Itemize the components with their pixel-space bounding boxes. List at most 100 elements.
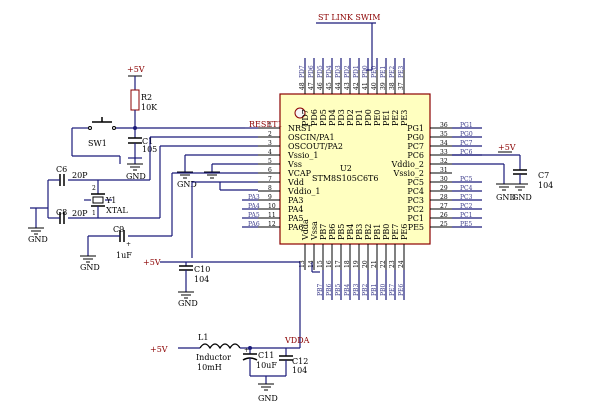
net-label-pd5: PD5 <box>317 65 324 78</box>
pin-number: 38 <box>389 82 396 90</box>
net-label-pc2: PC2 <box>460 203 473 210</box>
pin-number: 5 <box>268 158 272 165</box>
net-label-pe7: PE7 <box>389 284 396 296</box>
y1-pin1: 1 <box>92 210 96 217</box>
net-label-pd2: PD2 <box>344 65 351 78</box>
pin-name: NRST <box>288 124 313 133</box>
pin-number: 41 <box>362 82 369 90</box>
vdda-label: VDDA <box>284 336 310 345</box>
swim-label: ST LINK SWIM <box>318 13 380 22</box>
net-label-pd3: PD3 <box>335 65 342 78</box>
y1-value: XTAL <box>106 206 128 215</box>
pin-name: PD7 <box>301 109 310 126</box>
pin-number: 28 <box>440 194 448 201</box>
net-label-pe3: PE3 <box>398 66 405 78</box>
pin-number: 31 <box>440 167 448 174</box>
power-right: +5V C7 104 GND GND <box>452 143 553 202</box>
capacitor-c7[interactable] <box>513 169 527 175</box>
pin-number: 15 <box>317 260 324 268</box>
y1-pin2: 2 <box>92 185 96 192</box>
pin-name: PB1 <box>373 224 382 240</box>
r2-value: 10K <box>141 103 158 112</box>
swim-net: ST LINK SWIM <box>316 13 380 71</box>
l1-value: 10mH <box>197 363 222 372</box>
pin-name: PB0 <box>382 224 391 240</box>
pin-number: 42 <box>353 82 360 90</box>
capacitor-c6[interactable] <box>59 174 65 186</box>
net-label-pc3: PC3 <box>460 194 473 201</box>
c9-value: 1uF <box>116 251 132 260</box>
pin-number: 45 <box>326 82 333 90</box>
pin-name: Vdd <box>287 178 304 187</box>
l1-ref: L1 <box>198 333 208 342</box>
net-label-pg1: PG1 <box>460 122 473 129</box>
analog-power: VDDA +5V L1 Inductor 10mH + C11 10uF C12… <box>150 262 320 403</box>
pin-name: PE1 <box>382 110 391 126</box>
c12-ref: C12 <box>292 357 308 366</box>
pin-number: 30 <box>440 176 448 183</box>
net-label-pb6: PB6 <box>326 284 333 296</box>
crystal-y1[interactable] <box>84 180 112 218</box>
pin-number: 13 <box>299 260 306 268</box>
pin-number: 47 <box>308 82 315 90</box>
c12-value: 104 <box>292 366 307 375</box>
pin-name: Vssa <box>310 221 319 241</box>
resistor-r2[interactable] <box>130 89 140 111</box>
chip-u2[interactable]: U2 STM8S105C6T6 <box>279 93 431 245</box>
pin-name: Vss <box>287 160 302 169</box>
vcc-label-vddio2: +5V <box>498 143 516 152</box>
pin-number: 34 <box>440 140 448 147</box>
gnd-label-c1: GND <box>126 172 146 181</box>
net-label-pc6: PC6 <box>460 149 473 156</box>
gnd-label-osc: GND <box>28 235 48 244</box>
net-label-pa4: PA4 <box>248 203 260 210</box>
capacitor-c10[interactable] <box>179 265 193 271</box>
vcc-label-l1: +5V <box>150 345 168 354</box>
pin-name: PD2 <box>346 109 355 126</box>
gnd-label-c10: GND <box>178 299 198 308</box>
chip-ref: U2 <box>340 164 352 173</box>
pin-number: 37 <box>398 82 405 90</box>
pin-number: 1 <box>268 122 272 129</box>
net-label-pe6: PE6 <box>398 284 405 296</box>
pin-name: PB2 <box>364 224 373 240</box>
c1-ref: C1 <box>142 137 153 146</box>
c8-ref: C8 <box>56 208 67 217</box>
pin-number: 46 <box>317 82 324 90</box>
pin-number: 11 <box>268 212 276 219</box>
pin-name: PC6 <box>407 151 424 160</box>
pin-number: 21 <box>371 260 378 268</box>
pin-name: PB4 <box>346 224 355 240</box>
pin1-marker <box>294 107 306 119</box>
pin-number: 48 <box>299 82 306 90</box>
inductor-l1[interactable] <box>199 343 241 350</box>
net-label-pc1: PC1 <box>460 212 472 219</box>
net-label-pb1: PB1 <box>371 284 378 296</box>
pin-number: 22 <box>380 260 387 268</box>
pin-number: 6 <box>268 167 272 174</box>
net-label-pc7: PC7 <box>460 140 473 147</box>
net-label-pd1: PD1 <box>353 65 360 78</box>
pin-name: VCAP <box>287 169 312 178</box>
chip-part: STM8S105C6T6 <box>312 174 378 183</box>
pin-number: 2 <box>268 131 272 138</box>
switch-sw1[interactable] <box>88 117 116 130</box>
vcc-label-r2: +5V <box>127 65 145 74</box>
l1-type: Inductor <box>196 353 231 362</box>
pin-name: PB6 <box>328 224 337 240</box>
c6-value: 20P <box>72 171 88 180</box>
pin-name: PG1 <box>407 124 424 133</box>
capacitor-c1[interactable] <box>128 137 142 144</box>
pin-name: PA5 <box>288 214 304 223</box>
pin-number: 19 <box>353 260 360 268</box>
pin-name: Vdda <box>301 219 310 241</box>
c9-ref: C9 <box>113 225 124 234</box>
pin-number: 4 <box>268 149 272 156</box>
pin-number: 43 <box>344 82 351 90</box>
capacitor-c12[interactable] <box>279 355 293 361</box>
net-label-pb4: PB4 <box>344 284 351 296</box>
pin-number: 35 <box>440 131 448 138</box>
